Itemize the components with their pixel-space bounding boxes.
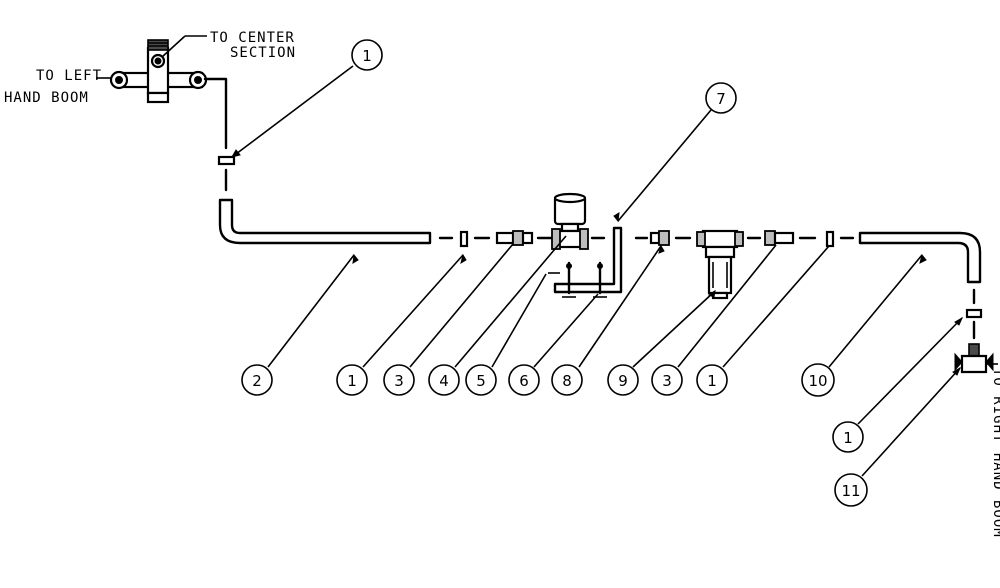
- callout-bubble-9: 9: [607, 364, 639, 396]
- to-center-label: TO CENTER: [210, 30, 295, 46]
- callout-bubble-1: 1: [351, 39, 383, 71]
- callout-bubble-10: 10: [801, 363, 835, 397]
- callout-bubble-5: 5: [465, 364, 497, 396]
- callout-bubble-1: 1: [832, 421, 864, 453]
- callout-number: 5: [476, 372, 486, 390]
- callout-number: 9: [618, 372, 628, 390]
- callout-number: 6: [519, 372, 529, 390]
- to-left-label: TO LEFT: [36, 68, 102, 84]
- callout-number: 7: [716, 90, 726, 108]
- callout-number: 2: [252, 372, 262, 390]
- callout-bubble-6: 6: [508, 364, 540, 396]
- hand-boom-label: HAND BOOM: [4, 90, 89, 106]
- hose-clamp-1b: [825, 230, 855, 248]
- tee-fitting-11: [954, 343, 998, 374]
- callout-number: 1: [347, 372, 357, 390]
- electric-valve: [551, 192, 606, 250]
- callout-number: 1: [362, 47, 372, 65]
- callout-number: 4: [439, 372, 449, 390]
- callout-bubble-2: 2: [241, 364, 273, 396]
- hose-clamp-1c: [965, 308, 983, 340]
- callout-number: 3: [394, 372, 404, 390]
- callout-number: 10: [808, 372, 827, 390]
- arrowheads: [230, 149, 964, 376]
- callout-number: 3: [662, 372, 672, 390]
- callout-number: 1: [707, 372, 717, 390]
- to-right-hand-boom-label: TO RIGHT HAND BOOM: [990, 368, 1000, 538]
- callout-bubble-3: 3: [383, 364, 415, 396]
- leader-lines: [231, 65, 963, 477]
- right-hose: [858, 231, 982, 305]
- callout-bubble-3: 3: [651, 364, 683, 396]
- line-strainer: [696, 229, 762, 300]
- hose-barb-fitting-3b: [764, 230, 817, 246]
- hose-barb-fitting-3: [495, 230, 554, 246]
- callout-bubble-8: 8: [551, 364, 583, 396]
- callout-bubble-11: 11: [834, 473, 868, 507]
- callout-bubble-4: 4: [428, 364, 460, 396]
- callout-number: 11: [841, 482, 860, 500]
- section-label: SECTION: [230, 45, 296, 61]
- callout-bubble-1: 1: [336, 364, 368, 396]
- callout-bubble-1: 1: [696, 364, 728, 396]
- hose-barb-fitting-8: [634, 230, 692, 246]
- callout-bubble-7: 7: [705, 82, 737, 114]
- callout-number: 8: [562, 372, 572, 390]
- tee-valve-assembly: [96, 35, 236, 192]
- callout-number: 1: [843, 429, 853, 447]
- left-hose: [218, 198, 454, 245]
- hose-clamp-1: [459, 230, 491, 248]
